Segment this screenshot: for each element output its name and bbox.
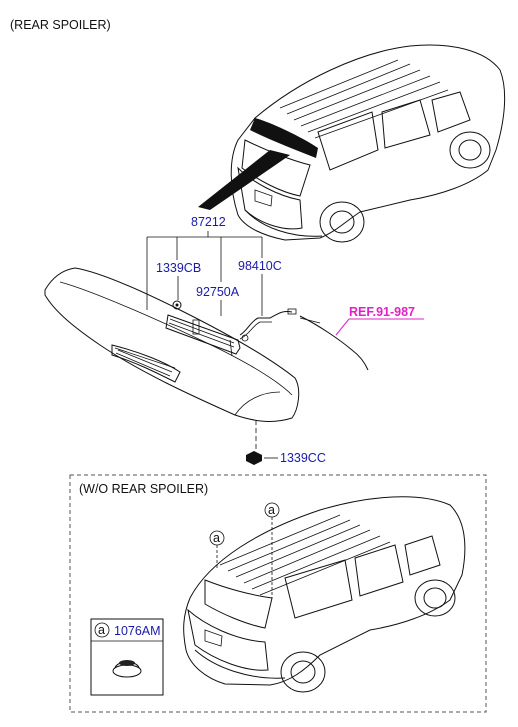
part-label-1339CC: 1339CC <box>280 451 326 465</box>
car-without-spoiler-illustration <box>183 496 466 693</box>
leader-lines-87212 <box>146 231 263 310</box>
part-label-87212: 87212 <box>191 215 226 229</box>
ref-label[interactable]: REF.91-987 <box>349 305 415 319</box>
svg-text:a: a <box>268 503 275 517</box>
plug-legend-letter-circle <box>94 622 110 638</box>
harness-98410C-part <box>239 308 369 371</box>
callout-a-right: a <box>264 502 280 598</box>
callout-a-left: a <box>209 530 225 570</box>
variant-box <box>69 474 487 713</box>
part-label-1076AM: 1076AM <box>114 624 161 638</box>
ref-leader <box>335 318 350 336</box>
part-label-98410C: 98410C <box>238 259 282 273</box>
part-label-92750A: 92750A <box>196 285 240 299</box>
car-with-spoiler-illustration <box>230 44 506 243</box>
plug-1076AM-part <box>112 660 142 678</box>
part-label-1339CB: 1339CB <box>156 261 201 275</box>
plug-legend-box <box>90 618 164 696</box>
bolt-1339CC-part <box>246 451 262 465</box>
stop-lamp-92750A-part <box>165 314 241 357</box>
variant-box-title: (W/O REAR SPOILER) <box>79 482 208 496</box>
plug-legend-letter: a <box>98 623 105 637</box>
pointer-wedge <box>198 150 290 210</box>
rear-spoiler-part <box>44 267 300 422</box>
section-title: (REAR SPOILER) <box>10 18 111 32</box>
bolt-1339CB-part <box>172 300 182 310</box>
svg-text:a: a <box>213 531 220 545</box>
